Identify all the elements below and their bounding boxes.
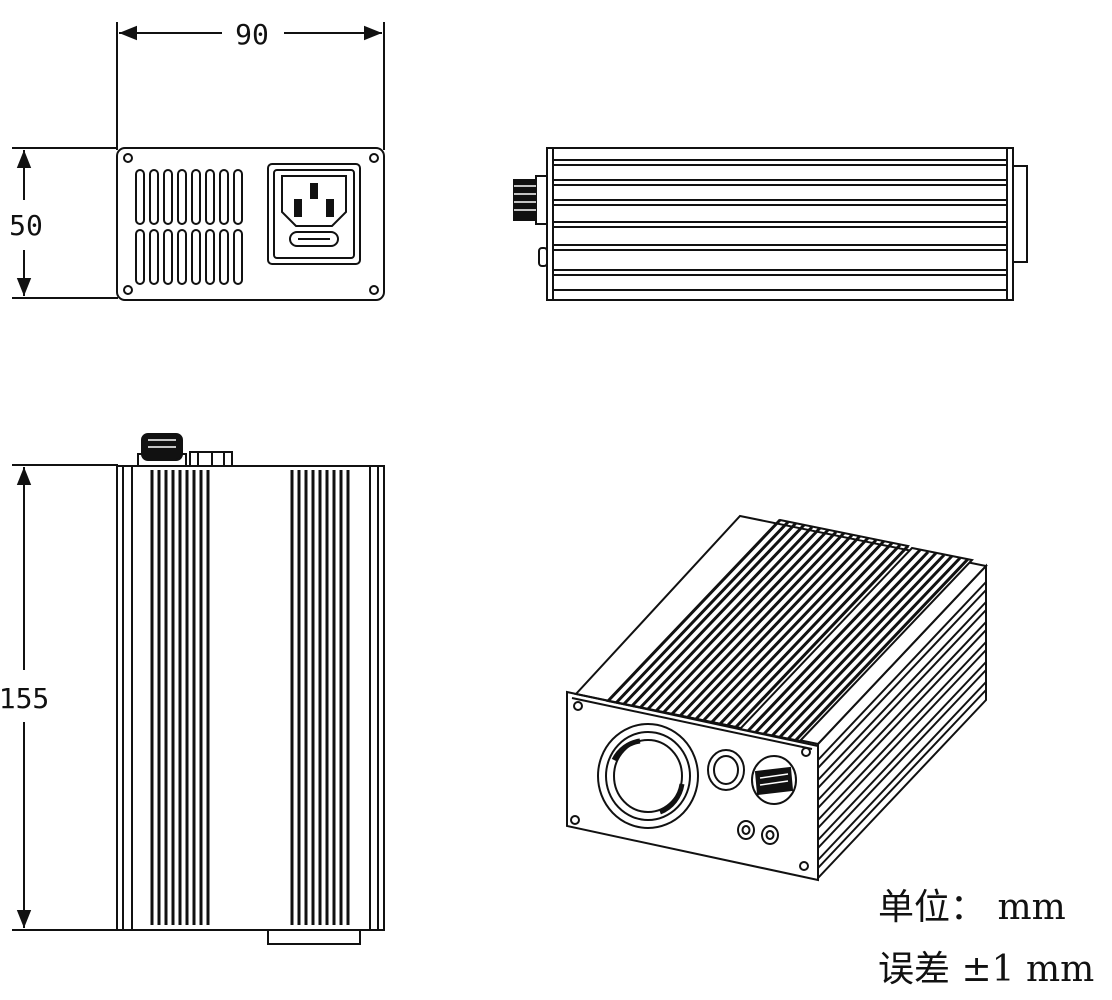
iso-rib-band-2b: [746, 548, 970, 742]
side-view: [513, 147, 1028, 301]
dimension-width: [116, 22, 385, 150]
dimension-length-label: 155: [0, 682, 49, 715]
vent-slots: [135, 169, 243, 285]
dimension-height: [12, 147, 118, 299]
iso-small-connector: [707, 749, 745, 791]
dimension-width-label: 90: [235, 18, 269, 51]
dimension-height-label: 50: [9, 209, 43, 242]
dimension-length: [12, 464, 118, 931]
iso-large-connector: [597, 723, 699, 829]
iso-side-ribs: [817, 581, 987, 869]
top-ribs-left: [150, 470, 210, 925]
front-view: [116, 147, 385, 301]
top-view: [116, 433, 385, 945]
top-ribs-right: [290, 470, 350, 925]
side-connector: [513, 175, 548, 267]
iso-indicator-leds: [737, 820, 779, 845]
bottom-inlet: [267, 929, 361, 945]
isometric-view: [566, 514, 988, 882]
unit-note: 单位： mm: [878, 887, 1066, 928]
power-inlet: [267, 163, 361, 265]
top-connectors: [137, 433, 233, 467]
tolerance-note: 误差 ±1 mm: [878, 949, 1095, 990]
iso-fuse-holder: [751, 755, 797, 805]
